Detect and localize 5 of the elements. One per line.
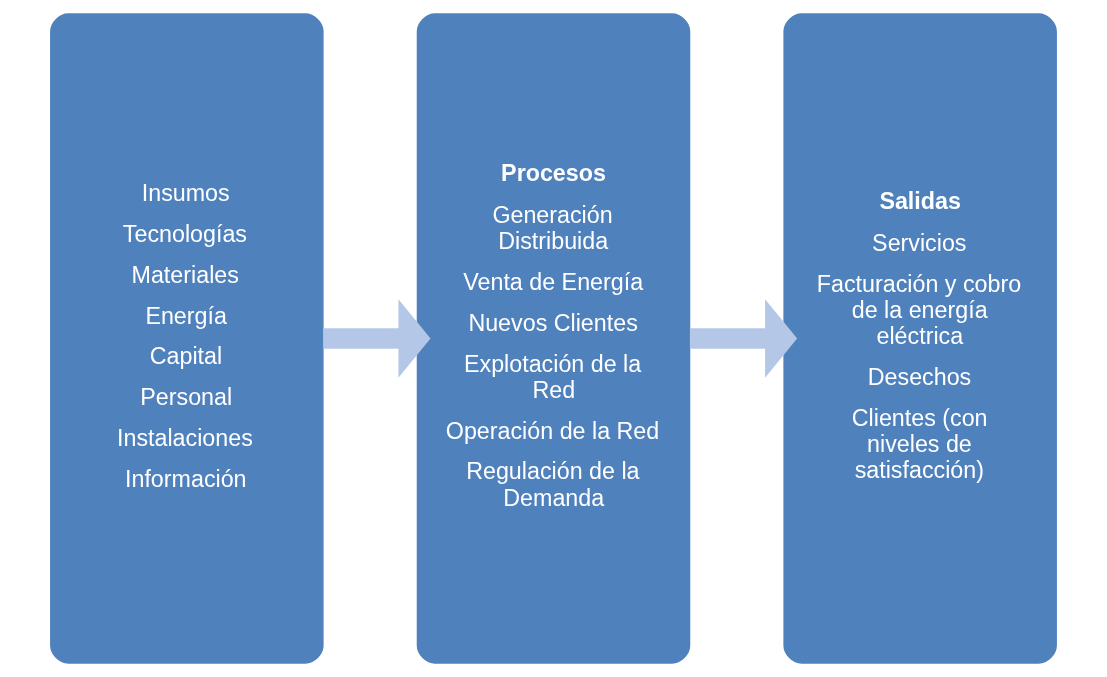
arrow xyxy=(323,299,431,378)
node-box: Procesos Generación Distribuida Venta de Energía Nuevos Clientes Explotación de la Red Operación de la Red Regulación de la Demanda xyxy=(416,13,691,664)
node-box: Insumos Tecnologías Materiales Energía Capital Personal Instalaciones Información xyxy=(50,13,324,664)
node-box: Salidas Servicios Facturación y cobro de la energía eléctrica Desechos Clientes (con niveles de satisfacción) xyxy=(783,13,1057,664)
arrow xyxy=(689,299,798,378)
